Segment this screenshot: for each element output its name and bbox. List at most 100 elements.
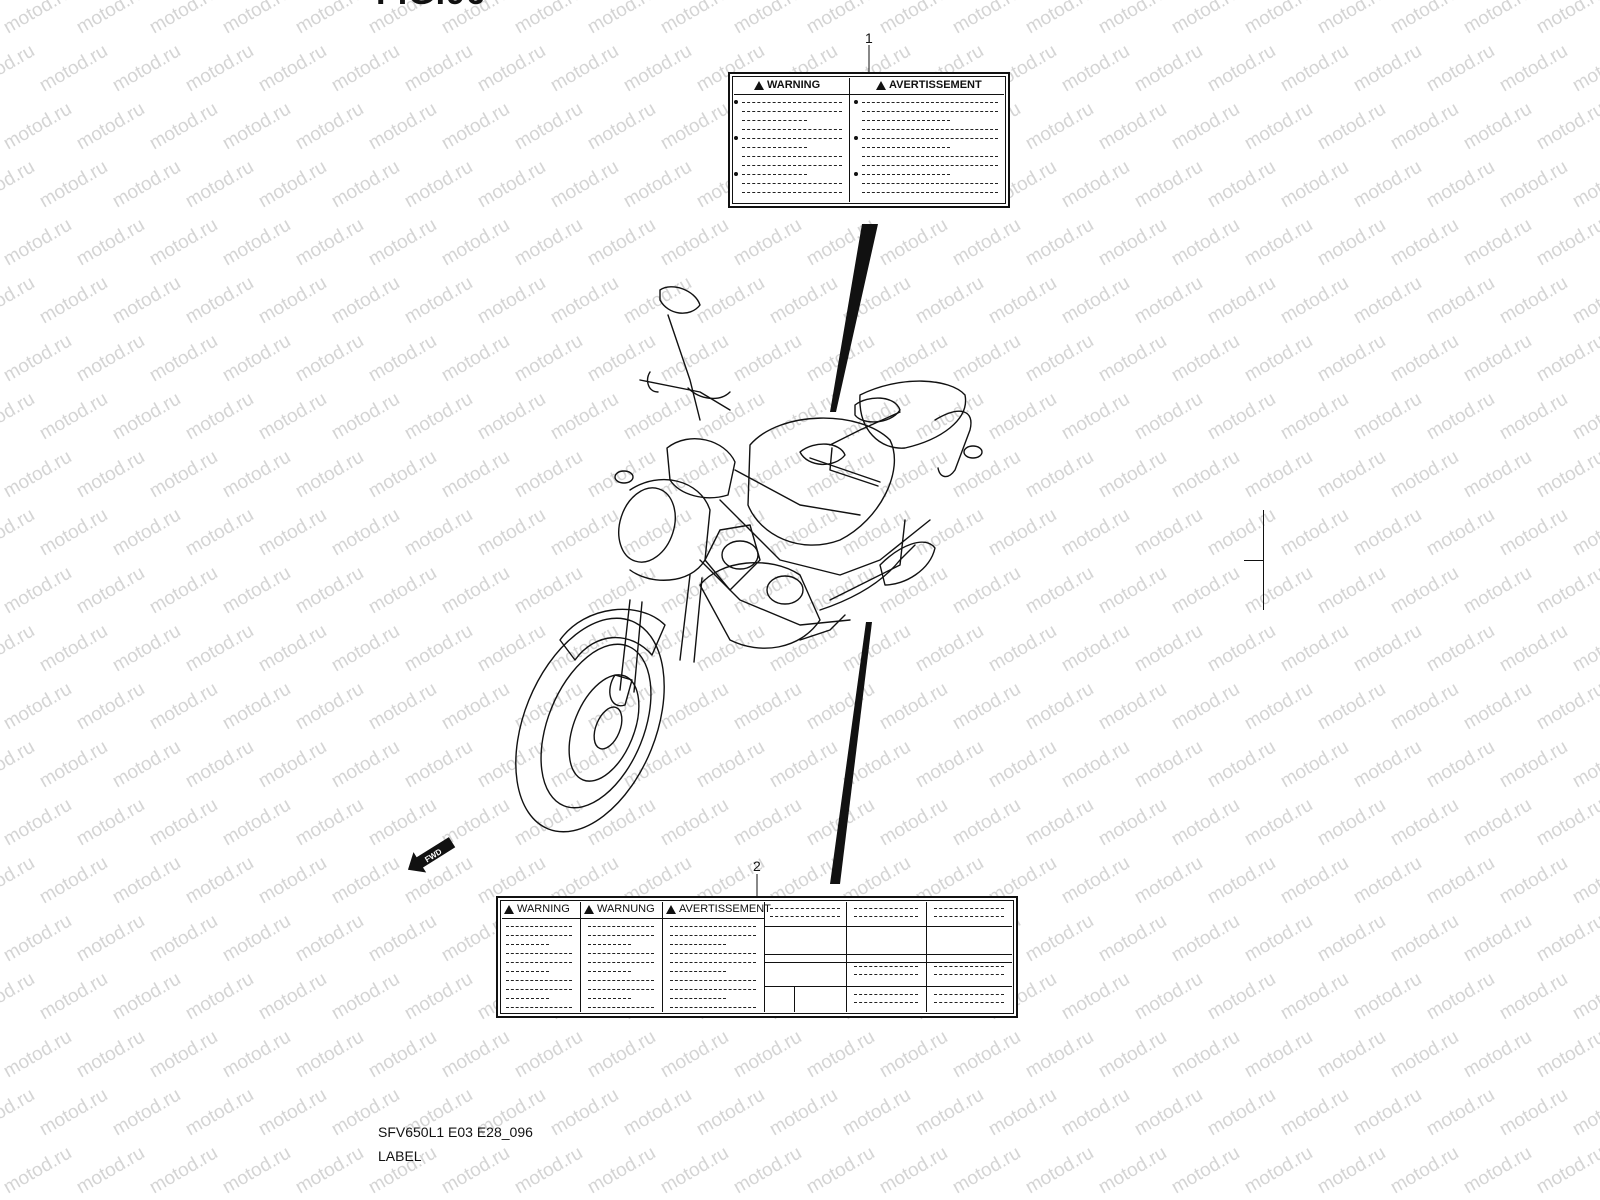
turn-signal-front-left <box>614 470 634 484</box>
fine-print-line <box>742 102 842 103</box>
front-fork-right <box>679 574 703 663</box>
fine-print-line <box>742 192 842 193</box>
fine-print-line <box>588 926 654 927</box>
front-fender <box>559 608 666 661</box>
swingarm <box>829 519 906 601</box>
fine-print-line <box>506 1007 572 1008</box>
fine-print-line <box>934 974 1004 975</box>
fine-print-line <box>742 147 807 148</box>
leader-line-1 <box>830 224 878 412</box>
fine-print-line <box>670 953 756 954</box>
warning-triangle-icon <box>754 80 764 90</box>
fine-print-line <box>588 980 654 981</box>
label-2-divider-1 <box>580 902 581 1012</box>
model-code: SFV650L1 E03 E28_096 <box>378 1124 533 1140</box>
label-2-head-3: AVERTISSEMENT <box>666 903 771 915</box>
mirror-right <box>854 397 901 423</box>
fine-print-line <box>670 998 726 999</box>
fine-print-line <box>742 183 842 184</box>
fine-print-line <box>854 916 918 917</box>
fine-print-line <box>862 102 998 103</box>
frame-lower <box>699 559 851 626</box>
warning-triangle-icon <box>666 904 676 914</box>
fine-print-line <box>934 1002 1004 1003</box>
spec-table-col-4 <box>846 986 847 1012</box>
label-2-head-3-text: AVERTISSEMENT <box>679 903 771 915</box>
brake-caliper <box>609 674 633 707</box>
spec-table-col-2 <box>926 902 927 986</box>
radiator <box>704 524 761 591</box>
label-1-divider <box>849 78 850 202</box>
callout-number-1: 1 <box>865 30 873 46</box>
fine-print-line <box>770 916 840 917</box>
fine-print-line <box>862 120 951 121</box>
handlebar-left <box>639 371 731 411</box>
fine-print-line <box>862 147 951 148</box>
handlebar-right <box>809 447 881 487</box>
engine-block <box>699 562 821 649</box>
label-2-divider-2 <box>662 902 663 1012</box>
label-2-head-2: WARNUNG <box>584 903 655 915</box>
motorcycle-outline <box>515 286 983 833</box>
fine-print-line <box>588 1007 654 1008</box>
fine-print-line <box>742 129 842 130</box>
front-tire-inner <box>540 643 652 809</box>
fine-print-line <box>670 926 756 927</box>
spec-table-col-1 <box>846 902 847 986</box>
fine-print-line <box>670 971 726 972</box>
seat <box>859 380 967 449</box>
engine-cylinder-rear <box>766 575 804 605</box>
fine-print-line <box>862 183 998 184</box>
fine-print-line <box>670 1007 756 1008</box>
fine-print-line <box>588 935 654 936</box>
fine-print-line <box>854 994 918 995</box>
fine-print-line <box>506 998 549 999</box>
fine-print-line <box>506 989 572 990</box>
fine-print-line <box>854 1002 918 1003</box>
label-1-head-right-text: AVERTISSEMENT <box>889 79 982 91</box>
label-2-head-2-text: WARNUNG <box>597 903 655 915</box>
mirror-left <box>659 286 701 314</box>
fine-print-line <box>862 165 998 166</box>
footpeg-area <box>799 614 846 641</box>
label-1-header-rule <box>734 94 1004 95</box>
diagram-caption: LABEL <box>378 1148 422 1164</box>
fine-print-line <box>854 966 918 967</box>
tank-cap <box>799 443 846 466</box>
fine-print-line <box>862 192 998 193</box>
label-2-head-1: WARNING <box>504 903 570 915</box>
fine-print-line <box>506 962 572 963</box>
front-hub <box>593 706 623 750</box>
spec-table-rule-1 <box>764 926 1012 927</box>
fine-print-line <box>506 935 572 936</box>
warning-triangle-icon <box>504 904 514 914</box>
label-2-head-1-text: WARNING <box>517 903 570 915</box>
fine-print-line <box>862 129 998 130</box>
fine-print-line <box>862 156 998 157</box>
bullet-dot <box>854 100 858 104</box>
spec-table-rule-3 <box>764 962 1012 963</box>
callout-number-2: 2 <box>753 858 761 874</box>
muffler <box>879 541 936 586</box>
frame-main <box>719 469 931 576</box>
fine-print-line <box>742 111 842 112</box>
label-1-inner-border <box>732 76 1006 204</box>
label-1-head-left-text: WARNING <box>767 79 821 91</box>
fuel-tank <box>747 417 895 546</box>
spec-table-rule-4 <box>764 986 1012 987</box>
fine-print-line <box>588 944 631 945</box>
headlight <box>618 487 676 563</box>
fine-print-line <box>506 926 572 927</box>
front-tire <box>515 617 665 833</box>
warning-label-2: WARNING WARNUNG AVERTISSEMENT <box>496 896 1018 1018</box>
fine-print-line <box>742 138 842 139</box>
fine-print-line <box>588 953 654 954</box>
fine-print-line <box>506 980 572 981</box>
tail-section <box>934 410 972 478</box>
label-2-header-rule <box>502 918 764 919</box>
fine-print-line <box>588 998 631 999</box>
fine-print-line <box>934 916 1004 917</box>
fine-print-line <box>934 908 1004 909</box>
fine-print-line <box>854 908 918 909</box>
